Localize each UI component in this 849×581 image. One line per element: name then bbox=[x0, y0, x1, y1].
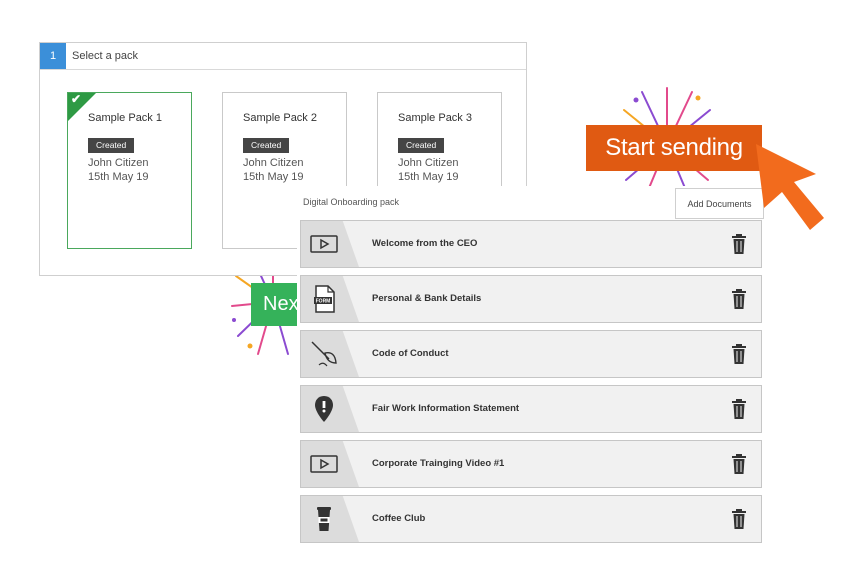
add-documents-button[interactable]: Add Documents bbox=[675, 188, 764, 219]
selected-check-corner bbox=[68, 93, 96, 121]
document-row[interactable]: Fair Work Information Statement bbox=[300, 385, 762, 433]
pack-name: Sample Pack 3 bbox=[398, 112, 472, 124]
trash-icon[interactable] bbox=[731, 233, 747, 255]
cursor-pointer-icon bbox=[756, 144, 824, 230]
select-pack-panel: 1 Select a pack ✔ Sample Pack 1 Created … bbox=[39, 42, 527, 276]
svg-text:FORM: FORM bbox=[316, 299, 331, 305]
document-label: Fair Work Information Statement bbox=[372, 403, 520, 414]
start-sending-button[interactable]: Start sending bbox=[586, 125, 762, 171]
pack-date: 15th May 19 bbox=[398, 171, 459, 183]
document-label: Coffee Club bbox=[372, 513, 426, 524]
trash-icon[interactable] bbox=[731, 508, 747, 530]
pack-date: 15th May 19 bbox=[88, 171, 149, 183]
quill-signature-icon bbox=[311, 341, 337, 367]
document-label: Welcome from the CEO bbox=[372, 238, 478, 249]
status-badge: Created bbox=[243, 138, 290, 153]
document-row[interactable]: Welcome from the CEO bbox=[300, 220, 762, 268]
pack-card-1[interactable]: ✔ Sample Pack 1 Created John Citizen 15t… bbox=[67, 92, 192, 249]
onboarding-pack-panel: Digital Onboarding pack Add Documents We… bbox=[297, 186, 765, 546]
checkmark-icon: ✔ bbox=[71, 92, 82, 106]
video-play-icon bbox=[310, 455, 338, 473]
document-row[interactable]: Code of Conduct bbox=[300, 330, 762, 378]
document-row[interactable]: FORM Personal & Bank Details bbox=[300, 275, 762, 323]
step-title: Select a pack bbox=[72, 50, 139, 62]
step-header: 1 Select a pack bbox=[40, 43, 526, 70]
trash-icon[interactable] bbox=[731, 398, 747, 420]
pack-date: 15th May 19 bbox=[243, 171, 304, 183]
document-label: Corporate Trainging Video #1 bbox=[372, 458, 505, 469]
document-label: Personal & Bank Details bbox=[372, 293, 482, 304]
pack-name: Sample Pack 1 bbox=[88, 112, 162, 124]
pack-name: Sample Pack 2 bbox=[243, 112, 317, 124]
trash-icon[interactable] bbox=[731, 453, 747, 475]
pack-user: John Citizen bbox=[398, 157, 459, 169]
coffee-cup-icon bbox=[317, 507, 331, 531]
document-row[interactable]: Corporate Trainging Video #1 bbox=[300, 440, 762, 488]
onboarding-pack-title: Digital Onboarding pack bbox=[303, 197, 400, 207]
trash-icon[interactable] bbox=[731, 288, 747, 310]
pack-user: John Citizen bbox=[88, 157, 149, 169]
trash-icon[interactable] bbox=[731, 343, 747, 365]
step-number: 1 bbox=[40, 43, 66, 69]
form-document-icon: FORM bbox=[314, 285, 335, 313]
status-badge: Created bbox=[88, 138, 135, 153]
video-play-icon bbox=[310, 235, 338, 253]
document-row[interactable]: Coffee Club bbox=[300, 495, 762, 543]
pack-user: John Citizen bbox=[243, 157, 304, 169]
status-badge: Created bbox=[398, 138, 445, 153]
location-pin-icon bbox=[315, 396, 333, 422]
document-label: Code of Conduct bbox=[372, 348, 449, 359]
